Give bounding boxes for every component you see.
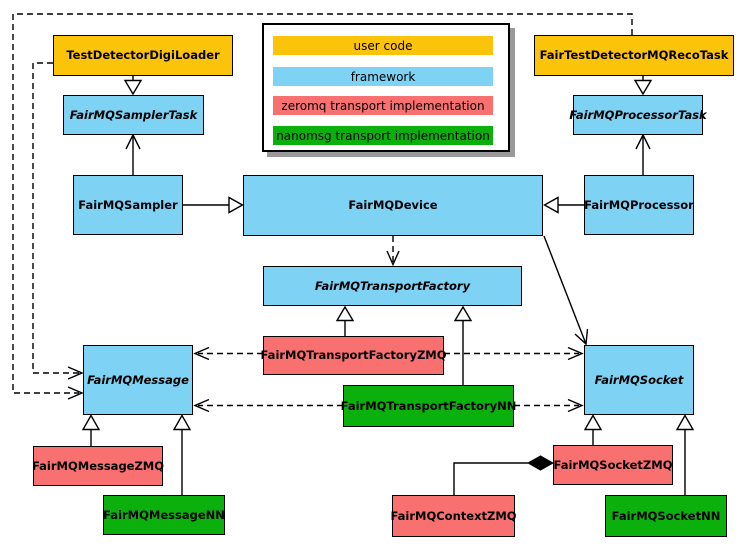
open-arrowhead-icon	[567, 398, 584, 413]
dependency-line-recotask-message	[12, 13, 633, 394]
inheritance-triangle-icon	[123, 79, 143, 96]
inheritance-triangle-icon	[172, 414, 192, 431]
class-box-fairmqsamplertask: FairMQSamplerTask	[63, 95, 204, 135]
legend-label: framework	[350, 69, 416, 84]
class-box-fairmqtransportfactorynn: FairMQTransportFactoryNN	[341, 385, 516, 427]
inheritance-triangle-icon	[81, 414, 101, 431]
composition-diamond-icon	[526, 455, 555, 471]
class-box-fairmqcontextzmq: FairMQContextZMQ	[390, 495, 517, 537]
open-arrowhead-icon	[193, 398, 210, 413]
class-box-fairtestdetectormqrecotask: FairTestDetectorMQRecoTask	[534, 35, 734, 76]
open-arrowhead-icon	[386, 250, 400, 267]
inheritance-triangle-icon	[335, 305, 355, 322]
open-arrowhead-icon	[567, 346, 584, 361]
class-box-fairmqsocketnn: FairMQSocketNN	[605, 495, 727, 537]
open-arrowhead-icon	[635, 133, 651, 150]
class-box-fairmqmessage: FairMQMessage	[83, 345, 193, 415]
legend-item-framework: framework	[273, 67, 493, 86]
open-arrowhead-icon	[67, 366, 84, 380]
inheritance-triangle-icon	[228, 196, 244, 214]
inheritance-triangle-icon	[633, 79, 653, 96]
association-line-device-socket	[543, 235, 587, 345]
legend-box: user code framework zeromq transport imp…	[262, 23, 510, 152]
class-box-fairmqsampler: FairMQSampler	[73, 175, 183, 235]
legend-item-user-code: user code	[273, 36, 493, 55]
inheritance-triangle-icon	[583, 414, 603, 431]
inheritance-triangle-icon	[453, 305, 473, 322]
legend-label: user code	[353, 38, 413, 53]
legend-item-zeromq: zeromq transport implementation	[273, 96, 493, 115]
open-arrowhead-icon	[125, 133, 141, 150]
legend-item-nanomsg: nanomsg transport implementation	[273, 126, 493, 145]
class-box-fairmqprocessor: FairMQProcessor	[584, 175, 694, 235]
legend-label: nanomsg transport implementation	[276, 128, 490, 143]
dependency-line-digiloader-message	[32, 62, 79, 374]
class-box-fairmqtransportfactory: FairMQTransportFactory	[263, 266, 522, 306]
open-arrowhead-icon	[574, 328, 589, 346]
class-box-fairmqmessagenn: FairMQMessageNN	[103, 495, 225, 535]
class-box-fairmqsocket: FairMQSocket	[584, 345, 694, 415]
composition-line-contextzmq-socketzmq	[453, 462, 528, 495]
open-arrowhead-icon	[193, 346, 210, 361]
class-box-testdetectordigiloader: TestDetectorDigiLoader	[53, 35, 233, 76]
legend-label: zeromq transport implementation	[281, 98, 485, 113]
class-box-fairmqsocketzmq: FairMQSocketZMQ	[553, 445, 673, 485]
inheritance-triangle-icon	[543, 196, 559, 214]
class-box-fairmqmessagezmq: FairMQMessageZMQ	[32, 446, 164, 486]
inheritance-triangle-icon	[675, 414, 695, 431]
open-arrowhead-icon	[67, 386, 84, 400]
class-box-fairmqtransportfactoryzmq: FairMQTransportFactoryZMQ	[261, 336, 447, 375]
class-box-fairmqdevice: FairMQDevice	[243, 175, 543, 236]
class-box-fairmqprocessortask: FairMQProcessorTask	[569, 95, 707, 135]
